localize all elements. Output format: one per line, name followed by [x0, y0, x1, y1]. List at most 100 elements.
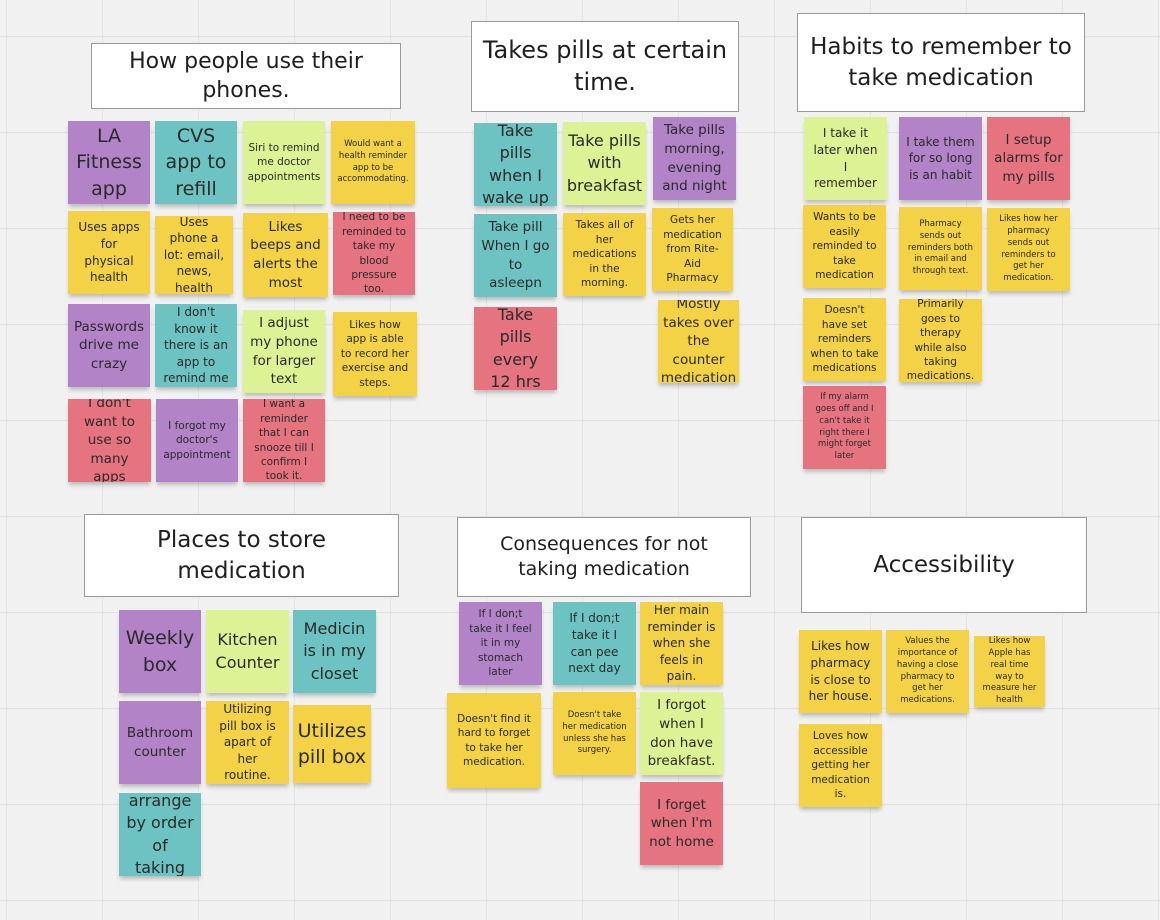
sticky-note[interactable]: Primarily goes to therapy while also tak…	[899, 299, 982, 382]
frame-title: Takes pills at certain time.	[482, 35, 728, 96]
sticky-note[interactable]: Utilizing pill box is apart of her routi…	[206, 701, 289, 784]
sticky-note[interactable]: Likes how her pharmacy sends out reminde…	[987, 208, 1070, 291]
note-text: I setup alarms for my pills	[994, 131, 1063, 185]
sticky-note[interactable]: I don't want to use so many apps	[68, 399, 151, 482]
note-text: Take pill When I go to asleepn	[481, 219, 550, 292]
note-text: Passwords drive me crazy	[73, 318, 145, 372]
note-text: Bathroom counter	[126, 724, 194, 760]
frame-consequences[interactable]: Consequences for not taking medication	[457, 517, 751, 597]
note-text: Utilizing pill box is apart of her routi…	[219, 702, 276, 783]
frame-title: Habits to remember to take medication	[810, 34, 1072, 91]
sticky-note[interactable]: Bathroom counter	[119, 701, 201, 784]
note-text: If my alarm goes off and I can't take it…	[815, 392, 874, 461]
note-text: Weekly box	[125, 627, 195, 676]
sticky-note[interactable]: I forget when I'm not home	[640, 782, 723, 865]
sticky-note[interactable]: Doesn't have set reminders when to take …	[803, 298, 886, 381]
sticky-note[interactable]: Likes how Apple has real time way to mea…	[974, 636, 1045, 707]
note-text: Take pills when I wake up	[482, 123, 549, 206]
frame-phones[interactable]: How people use their phones.	[91, 43, 401, 109]
sticky-note[interactable]: arrange by order of taking	[119, 793, 201, 876]
frame-title: Places to store medication	[156, 527, 327, 584]
sticky-note[interactable]: Likes beeps and alerts the most	[243, 213, 328, 297]
note-text: CVS app to refill	[165, 125, 227, 200]
sticky-note[interactable]: I setup alarms for my pills	[987, 117, 1070, 200]
note-text: Primarily goes to therapy while also tak…	[906, 299, 975, 382]
note-text: Likes how her pharmacy sends out reminde…	[999, 214, 1058, 283]
sticky-note[interactable]: Uses apps for physical health	[68, 211, 150, 294]
sticky-note[interactable]: Uses phone a lot: email, news, health	[155, 216, 233, 294]
sticky-note[interactable]: If my alarm goes off and I can't take it…	[803, 386, 886, 469]
frame-pills-time[interactable]: Takes pills at certain time.	[471, 21, 739, 112]
note-text: Values the importance of having a close …	[896, 636, 959, 705]
sticky-note[interactable]: Take pill When I go to asleepn	[474, 214, 557, 297]
sticky-note[interactable]: Weekly box	[119, 610, 201, 693]
note-text: Likes how pharmacy is close to her house…	[808, 639, 873, 704]
note-text: Gets her medication from Rite-Aid Pharma…	[663, 214, 722, 285]
sticky-note[interactable]: I take them for so long is an habit	[899, 117, 982, 200]
note-text: Takes all of her medications in the morn…	[572, 219, 637, 290]
note-text: Pharmacy sends out reminders both in ema…	[907, 219, 974, 277]
sticky-note[interactable]: I need to be reminded to take my blood p…	[333, 212, 415, 295]
sticky-note[interactable]: Passwords drive me crazy	[68, 304, 150, 387]
sticky-note[interactable]: Likes how pharmacy is close to her house…	[799, 630, 882, 713]
sticky-note[interactable]: Take pills when I wake up	[474, 123, 557, 206]
note-text: I don't know it there is an app to remin…	[163, 305, 229, 386]
sticky-note[interactable]: Utilizes pill box	[293, 705, 371, 783]
sticky-note[interactable]: Take pills morning, evening and night	[653, 117, 736, 200]
note-text: Doesn't find it hard to forget to take h…	[457, 712, 531, 768]
note-text: I take it later when I remember	[813, 126, 878, 191]
sticky-note[interactable]: Likes how app is able to record her exer…	[333, 312, 417, 396]
frame-accessibility[interactable]: Accessibility	[801, 517, 1087, 613]
frame-store[interactable]: Places to store medication	[84, 514, 399, 597]
note-text: Her main reminder is when she feels in p…	[647, 603, 716, 684]
sticky-note[interactable]: If I don;t take it I feel it in my stoma…	[459, 602, 542, 685]
sticky-note[interactable]: Values the importance of having a close …	[886, 630, 969, 713]
note-text: Uses apps for physical health	[78, 220, 140, 285]
sticky-note[interactable]: Her main reminder is when she feels in p…	[640, 602, 723, 685]
note-text: Uses phone a lot: email, news, health	[163, 216, 225, 294]
note-text: I forgot my doctor's appointment	[163, 419, 231, 461]
frame-title: How people use their phones.	[129, 48, 363, 103]
note-text: I take them for so long is an habit	[906, 134, 975, 182]
sticky-note[interactable]: I adjust my phone for larger text	[243, 310, 325, 393]
sticky-note[interactable]: Gets her medication from Rite-Aid Pharma…	[652, 208, 733, 291]
note-text: I don't want to use so many apps	[83, 399, 135, 482]
note-text: Take pills morning, evening and night	[662, 122, 727, 195]
sticky-note[interactable]: Takes all of her medications in the morn…	[563, 213, 646, 296]
sticky-note[interactable]: CVS app to refill	[155, 121, 237, 204]
sticky-note[interactable]: Siri to remind me doctor appointments	[243, 121, 325, 204]
sticky-note[interactable]: Pharmacy sends out reminders both in ema…	[899, 207, 982, 290]
sticky-note[interactable]: I forgot when I don have breakfast.	[640, 692, 723, 775]
note-text: Utilizes pill box	[297, 719, 367, 768]
note-text: Medicin is in my closet	[303, 619, 366, 683]
note-text: I forget when I'm not home	[649, 796, 714, 850]
sticky-note[interactable]: I don't know it there is an app to remin…	[155, 304, 237, 387]
sticky-note[interactable]: Take pills every 12 hrs	[474, 307, 557, 390]
sticky-note[interactable]: I want a reminder that I can snooze till…	[243, 399, 325, 482]
sticky-note[interactable]: I forgot my doctor's appointment	[156, 399, 238, 482]
note-text: Mostly takes over the counter medication	[660, 300, 737, 383]
note-text: Likes beeps and alerts the most	[250, 218, 321, 291]
sticky-note[interactable]: Doesn't find it hard to forget to take h…	[447, 693, 541, 788]
note-text: LA Fitness app	[76, 125, 142, 200]
sticky-note[interactable]: Mostly takes over the counter medication	[658, 300, 739, 383]
note-text: If I don;t take it I can pee next day	[568, 611, 621, 676]
sticky-note[interactable]: Wants to be easily reminded to take medi…	[803, 205, 886, 288]
note-text: Take pills every 12 hrs	[490, 307, 541, 390]
note-text: Kitchen Counter	[215, 630, 280, 672]
sticky-note[interactable]: I take it later when I remember	[804, 117, 887, 200]
note-text: Loves how accessible getting her medicat…	[811, 730, 870, 801]
note-text: Doesn't take her medication unless she h…	[562, 710, 627, 756]
sticky-note[interactable]: Take pills with breakfast	[563, 122, 646, 205]
sticky-note[interactable]: Medicin is in my closet	[293, 610, 376, 693]
sticky-note[interactable]: Would want a health reminder app to be a…	[331, 121, 415, 204]
sticky-note[interactable]: Loves how accessible getting her medicat…	[799, 724, 882, 807]
sticky-note[interactable]: LA Fitness app	[68, 121, 150, 204]
sticky-note[interactable]: Doesn't take her medication unless she h…	[553, 692, 636, 775]
sticky-note[interactable]: Kitchen Counter	[206, 610, 289, 693]
note-text: I forgot when I don have breakfast.	[647, 697, 716, 770]
sticky-note[interactable]: If I don;t take it I can pee next day	[553, 602, 636, 685]
frame-habits[interactable]: Habits to remember to take medication	[797, 13, 1085, 112]
note-text: Take pills with breakfast	[566, 131, 643, 195]
note-text: Doesn't have set reminders when to take …	[810, 304, 879, 375]
